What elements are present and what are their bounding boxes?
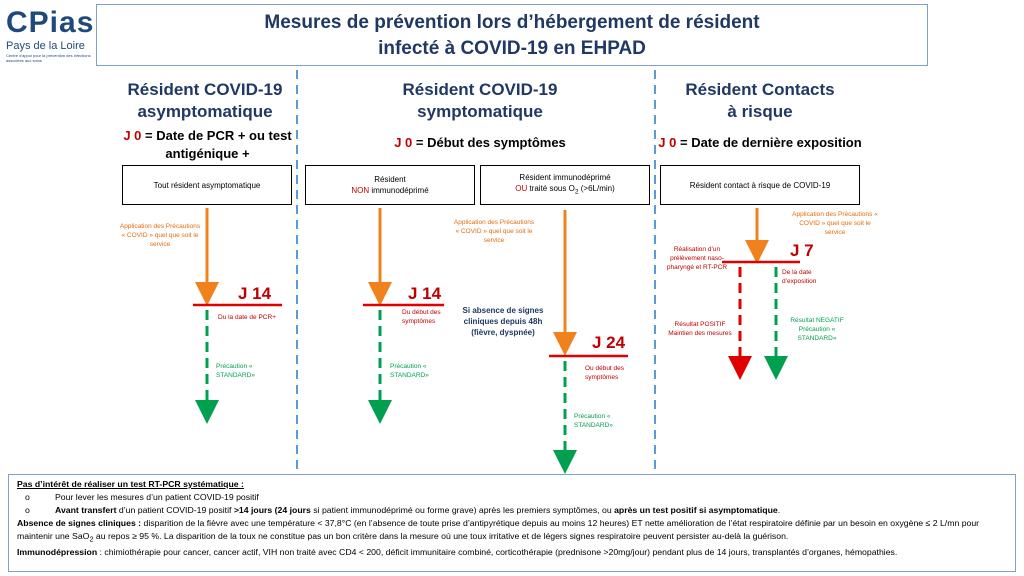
j0-text: = Date de dernière exposition xyxy=(676,135,862,150)
label-precaution-standard-2: Précaution « STANDARD» xyxy=(390,363,429,379)
column-title-asymptomatic: Résident COVID-19 asymptomatique xyxy=(110,79,300,123)
label-line: Résultat POSITIF xyxy=(674,321,726,328)
label-j14-note-1: Du la date de PCR+ xyxy=(218,314,276,321)
notes-bullet-2: o Avant transfert d’un patient COVID-19 p… xyxy=(17,504,1007,517)
box-immunodeprime: Résident immunodéprimé OU traité sous O2… xyxy=(480,165,650,205)
label-application-covid-3: Application des Précautions « COVID » qu… xyxy=(792,211,878,236)
box-text-red: OU xyxy=(515,184,528,194)
bullet-text: d’un patient COVID-19 positif xyxy=(116,505,234,515)
column-title-line: Résident COVID-19 xyxy=(127,80,283,99)
bullet-icon: o xyxy=(25,492,30,502)
title-line-1: Mesures de prévention lors d’hébergement… xyxy=(264,12,760,33)
title-box: Mesures de prévention lors d’hébergement… xyxy=(96,4,928,66)
bullet-text-bold: après un test positif si asymptomatique xyxy=(614,505,778,515)
box-all-asymptomatic: Tout résident asymptomatique xyxy=(122,165,292,205)
label-pcr-test: Réalisation d’un prélèvement naso-pharyn… xyxy=(666,246,728,271)
bullet-icon: o xyxy=(25,505,30,515)
label-j14-note-2: Du début des symptômes xyxy=(402,309,441,325)
notes-immuno: Immunodépression : chimiothérapie pour c… xyxy=(17,546,1007,559)
box-text: Résident immunodéprimé xyxy=(519,173,611,183)
bullet-text: . xyxy=(777,505,781,515)
j0-text: antigénique + xyxy=(165,146,250,161)
bullet-text: Pour lever les mesures d’un patient COVI… xyxy=(55,492,259,502)
box-text: Résident contact à risque de COVID-19 xyxy=(689,180,831,190)
label-application-covid-2: Application des Précautions « COVID » qu… xyxy=(453,219,535,244)
bullet-text-bold: >14 jours (24 jours xyxy=(233,505,311,515)
j0-label: J 0 xyxy=(394,135,413,150)
column-title-line: Résident Contacts xyxy=(685,80,835,99)
notes-bold: Immunodépression xyxy=(17,546,98,557)
label-j24: J 24 xyxy=(592,333,626,352)
label-precaution-standard-3: Précaution « STANDARD» xyxy=(574,413,613,429)
label-j14-asymptomatic: J 14 xyxy=(238,284,272,303)
notes-bold: Absence de signes cliniques : xyxy=(17,518,142,528)
label-line: Maintien des mesures xyxy=(668,330,732,337)
notes-sub: 2 xyxy=(89,534,94,544)
column-title-contacts: Résident Contacts à risque xyxy=(660,79,860,123)
column-title-line: symptomatique xyxy=(417,102,543,121)
column-title-line: à risque xyxy=(727,102,793,121)
title-line-2: infecté à COVID-19 en EHPAD xyxy=(378,38,646,59)
notes-heading: Pas d’intérêt de réaliser un test RT-PCR… xyxy=(17,479,244,489)
column-title-line: Résident COVID-19 xyxy=(402,80,558,99)
box-text: Résident xyxy=(374,175,406,184)
label-j14-symptomatic: J 14 xyxy=(408,284,442,303)
notes-text: au repos ≥ 95 %. La disparition de la to… xyxy=(93,531,789,541)
box-text-sub: 2 xyxy=(574,188,579,196)
notes-absence: Absence de signes cliniques : disparitio… xyxy=(17,517,1007,546)
label-j7: J 7 xyxy=(790,241,814,260)
label-result-negative: Résultat NEGATIF Précaution « STANDARD» xyxy=(782,316,852,343)
label-application-covid-1: Application des Précautions « COVID » qu… xyxy=(119,223,201,248)
box-text: (>6L/min) xyxy=(578,184,615,194)
bullet-text-bold: Avant transfert xyxy=(55,505,117,515)
logo-region: Pays de la Loire xyxy=(6,40,85,52)
label-absence-signes: Si absence de signes cliniques depuis 48… xyxy=(462,306,544,337)
box-text: immunodéprimé xyxy=(369,186,429,195)
logo-tagline: Centre d'appui pour la prévention des in… xyxy=(6,53,91,63)
label-line: Résultat NEGATIF xyxy=(790,317,844,324)
box-text: Tout résident asymptomatique xyxy=(153,180,261,190)
j0-asymptomatic: J 0 = Date de PCR + ou test antigénique … xyxy=(105,127,310,163)
label-precaution-standard-1: Précaution « STANDARD» xyxy=(216,363,255,379)
box-text: traité sous O xyxy=(527,184,575,194)
column-title-line: asymptomatique xyxy=(137,102,273,121)
j0-text: = Date de PCR + ou test xyxy=(141,128,292,143)
label-j24-note: Ou début des symptômes xyxy=(585,365,625,381)
column-title-symptomatic: Résident COVID-19 symptomatique xyxy=(360,79,600,123)
notes-text: disparition de la fièvre avec une tempér… xyxy=(17,518,980,541)
box-contact-risk: Résident contact à risque de COVID-19 xyxy=(660,165,860,205)
j0-label: J 0 xyxy=(123,128,142,143)
j0-label: J 0 xyxy=(658,135,677,150)
j0-text: = Début des symptômes xyxy=(412,135,566,150)
notes-text: : chimiothérapie pour cancer, cancer act… xyxy=(97,546,898,557)
notes-bullet-1: o Pour lever les mesures d’un patient COV… xyxy=(17,491,1007,504)
logo: CPias xyxy=(6,6,95,39)
box-text-red: NON xyxy=(351,186,370,195)
label-line: Précaution « STANDARD» xyxy=(797,326,837,342)
notes-box: Pas d’intérêt de réaliser un test RT-PCR… xyxy=(8,474,1016,572)
box-non-immunodeprime: Résident NON immunodéprimé xyxy=(305,165,475,205)
j0-symptomatic: J 0 = Début des symptômes xyxy=(355,134,605,152)
label-result-positive: Résultat POSITIF Maintien des mesures xyxy=(664,320,736,338)
bullet-text: si patient immunodéprimé ou forme grave)… xyxy=(310,505,615,515)
j0-contacts: J 0 = Date de dernière exposition xyxy=(655,134,865,152)
label-j7-note: De la date d’exposition xyxy=(782,269,817,285)
